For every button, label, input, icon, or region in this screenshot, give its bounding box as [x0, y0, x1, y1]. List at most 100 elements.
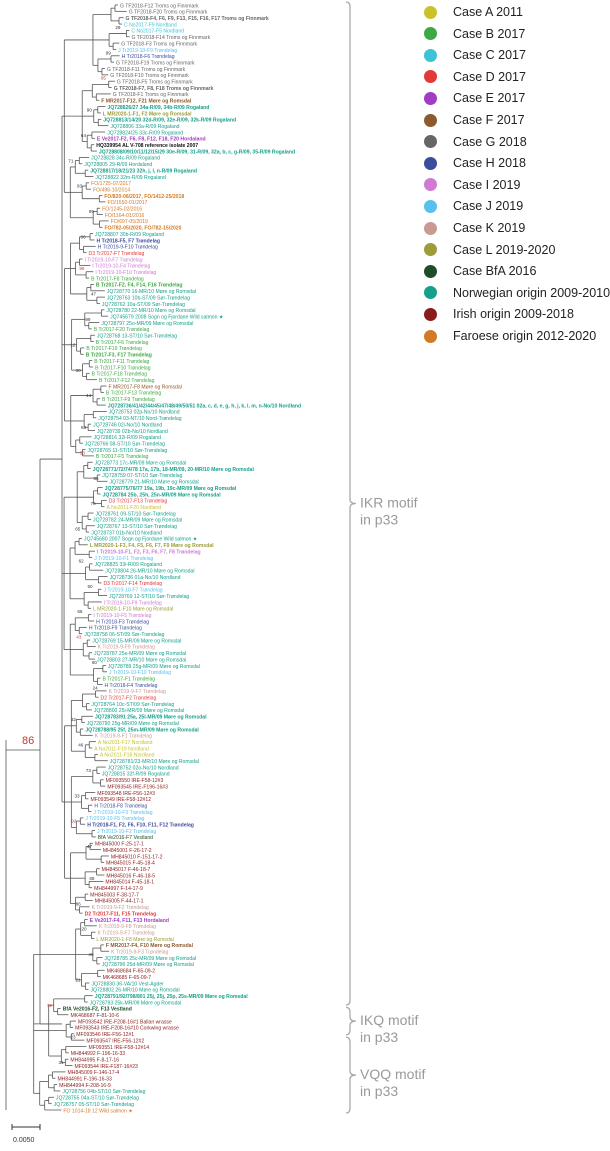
leaf-label: B Tr2017-F19 Trøndelag [86, 346, 142, 352]
leaf-label: D3 Tr2017-F13 Trøndelag [109, 499, 168, 505]
leaf-label: JQ728758 06-ST/09 Sør-Trøndelag [84, 632, 164, 638]
leaf-label: JQ728736 01a-No/10 Nordland [110, 575, 181, 581]
leaf-label: MH844992 F-196-16-33 [71, 1051, 126, 1057]
leaf-label: MK468687 F-81-10-6 [71, 1013, 120, 1019]
leaf-label: JQ728764 10c-ST/09 Sør-Trøndelag [91, 702, 174, 708]
legend-swatch [424, 135, 437, 149]
leaf-label: JQ728752 02o-No/10 Nordland [108, 765, 179, 771]
legend-label: Case L 2019-2020 [453, 242, 556, 257]
leaf-label: L MR2020-1-F8 Møre og Romsdal [96, 937, 173, 943]
leaf-label: K Tr2019-9-F3 Trøndelag [111, 950, 168, 956]
leaf-label: JQ728782 24-MR/09 Møre og Romsdal [93, 518, 182, 524]
leaf-label: FO/1550-01/2017 [107, 200, 147, 206]
leaf-label: JQ728757 05-ST/10 Sør-Trøndelag [54, 1102, 134, 1108]
leaf-label: D2 Tr2017-F11, F15 Trøndelag [85, 911, 157, 917]
leaf-label: JQ728784 25b, 25h, 25n-MR/09 Møre og Rom… [103, 492, 222, 498]
leaf-label: JQ728830 36-VA/10 Vest-Agder [91, 981, 164, 987]
leaf-label: F MR2017-F12, F21 Møre og Romsdal [101, 99, 192, 105]
leaf-label: JQ728783/91 25a, 25l-MR/09 Møre og Romsd… [95, 715, 207, 721]
leaf-label: H Tr2018-F8 Trøndelag [94, 803, 147, 809]
leaf-label: K Tr2019-9-F8 Trøndelag [99, 924, 156, 930]
leaf-label: G TF2018-F5 Troms og Finnmark [117, 80, 193, 86]
leaf-label: JQ728779 21-MR/10 Møre og Romsdal [109, 480, 198, 486]
bootstrap-value: 76 [91, 501, 97, 506]
legend-item: Case B 2017 [424, 23, 525, 45]
leaf-label: L MR2020-1-F10 Møre og Romsdal [93, 607, 173, 613]
legend-label: Case C 2017 [453, 48, 526, 63]
leaf-label: I Tr2019-10-F7 Trøndelag [85, 257, 143, 263]
tree-branches [5, 4, 130, 1111]
leaf-label: MH845005 F-44-17-1 [95, 899, 144, 905]
bootstrap-value: 99 [85, 317, 91, 322]
leaf-label: B Tr2017-F10 Trøndelag [95, 365, 151, 371]
bootstrap-value: 86 [93, 476, 99, 481]
leaf-label: I Tr2019-10-F5 Trøndelag [93, 613, 151, 619]
bootstrap-value: 53 [80, 450, 86, 455]
leaf-label: JQ728785 25c-MR/09 Møre og Romsdal [104, 956, 196, 962]
leaf-label: B Tr2017-F1 Trøndelag [102, 676, 155, 682]
leaf-label: K Tr2019-9-F9 Trøndelag [98, 645, 155, 651]
motif-bracket [345, 1006, 357, 1036]
leaf-label: JQ728773 17c-MR/09 Møre og Romsdal [95, 461, 187, 467]
leaf-label: E Ve2017-F4, F11, F13 Hordaland [90, 918, 169, 924]
leaf-label: JQ728826/27 34a-R/09, 34b-R/09 Rogaland [107, 105, 209, 111]
leaf-label: JQ728761 09-ST/10 Sør-Trøndelag [95, 511, 175, 517]
legend-label: Case I 2019 [453, 177, 521, 192]
leaf-label: H Tr2018-F6 Trøndelag [122, 54, 175, 60]
bootstrap-value: 73 [86, 768, 92, 773]
bootstrap-value: 31 [58, 1060, 64, 1065]
legend-item: Case I 2019 [424, 174, 520, 196]
legend-item: Case K 2019 [424, 217, 525, 239]
leaf-label: MH845015 F-45-18-4 [106, 861, 155, 867]
legend-label: Case BfA 2016 [453, 264, 537, 279]
leaf-label: JQ728775/76/77 19a, 19b, 19c-MR/09 Møre … [105, 486, 237, 492]
motif-label: VQQ motif [360, 1066, 425, 1082]
leaf-label: B Tr2017-F5 Trøndelag [96, 454, 149, 460]
legend-label: Case D 2017 [453, 69, 526, 84]
leaf-label: FO/697-05/2019 [111, 219, 148, 225]
legend-label: Faroese origin 2012-2020 [453, 329, 597, 343]
leaf-label: MH845001 F-26-17-2 [103, 848, 152, 854]
leaf-label: JQ728736/41/42/44/45/47/48/49/50/51 02a,… [108, 403, 301, 409]
motif-label: IKQ motif [360, 1012, 418, 1028]
leaf-label: K Tr2019-9-F7 Trøndelag [109, 689, 166, 695]
bootstrap-values: 2999859064719399669947991230446353867665… [22, 25, 121, 1065]
leaf-label: MH845016 F-46-18-5 [106, 873, 155, 879]
leaf-label: FO 1014-18 12 Wild salmon ★ [63, 1108, 133, 1114]
leaf-label: MF093543 IRE-F208-16#10 Corkwing wrasse [75, 1026, 179, 1032]
leaf-label: BfA Ve2016-F7 Vestland [98, 835, 153, 841]
leaf-label: J Tr2019-10-F5 Trøndelag [85, 816, 144, 822]
leaf-label: A No2011-F20 Nordland [107, 505, 162, 511]
leaf-label: FO/498-10/2014 [93, 187, 130, 193]
bootstrap-value: 47 [91, 292, 97, 297]
motif-sublabel: in p33 [360, 1083, 398, 1099]
leaf-label: JQ728739 02b-No/10 Nordland [97, 429, 168, 435]
legend-label: Case H 2018 [453, 156, 526, 171]
bootstrap-value: 72 [47, 1003, 53, 1008]
legend-label: Case G 2018 [453, 134, 527, 149]
motif-sublabel: in p33 [360, 1029, 398, 1045]
bootstrap-value: 40 [88, 952, 94, 957]
leaf-label: MK468685 F-65-09-7 [103, 975, 152, 981]
leaf-label: B Tr2017-F8 Trøndelag [91, 276, 144, 282]
leaf-label: JQ728737 01b-No/10 Nordland [91, 530, 162, 536]
bootstrap-value: 30 [76, 368, 82, 373]
leaf-label: MH844994 F-208-16-9 [59, 1083, 111, 1089]
bootstrap-value: 65 [75, 527, 81, 532]
leaf-label: JQ728807 30b-R/09 Rogaland [95, 232, 164, 238]
leaf-label: I Tr2019-10-F1, F2, F3, F6, F7, F8 Trønd… [97, 549, 201, 555]
legend-swatch [424, 264, 437, 278]
leaf-label: C No2017-F5 Nordland [131, 29, 184, 35]
leaf-label: JQ728806 33a-R/09 Rogaland [110, 124, 179, 130]
bootstrap-value: 85 [101, 76, 107, 81]
legend-item: Case D 2017 [424, 66, 526, 88]
legend-swatch [424, 221, 437, 235]
legend-swatch [424, 156, 437, 170]
leaf-label: H Tr2018-F5, F7 Trøndelag [97, 238, 160, 244]
leaf-label: JQ728781/23-MR/10 Møre og Romsdal [110, 759, 199, 765]
legend-label: Case E 2017 [453, 91, 526, 106]
root-bootstrap-value: 86 [22, 735, 34, 747]
bootstrap-value: 64 [81, 133, 87, 138]
leaf-label: FO/1245-02/2016 [102, 207, 142, 213]
